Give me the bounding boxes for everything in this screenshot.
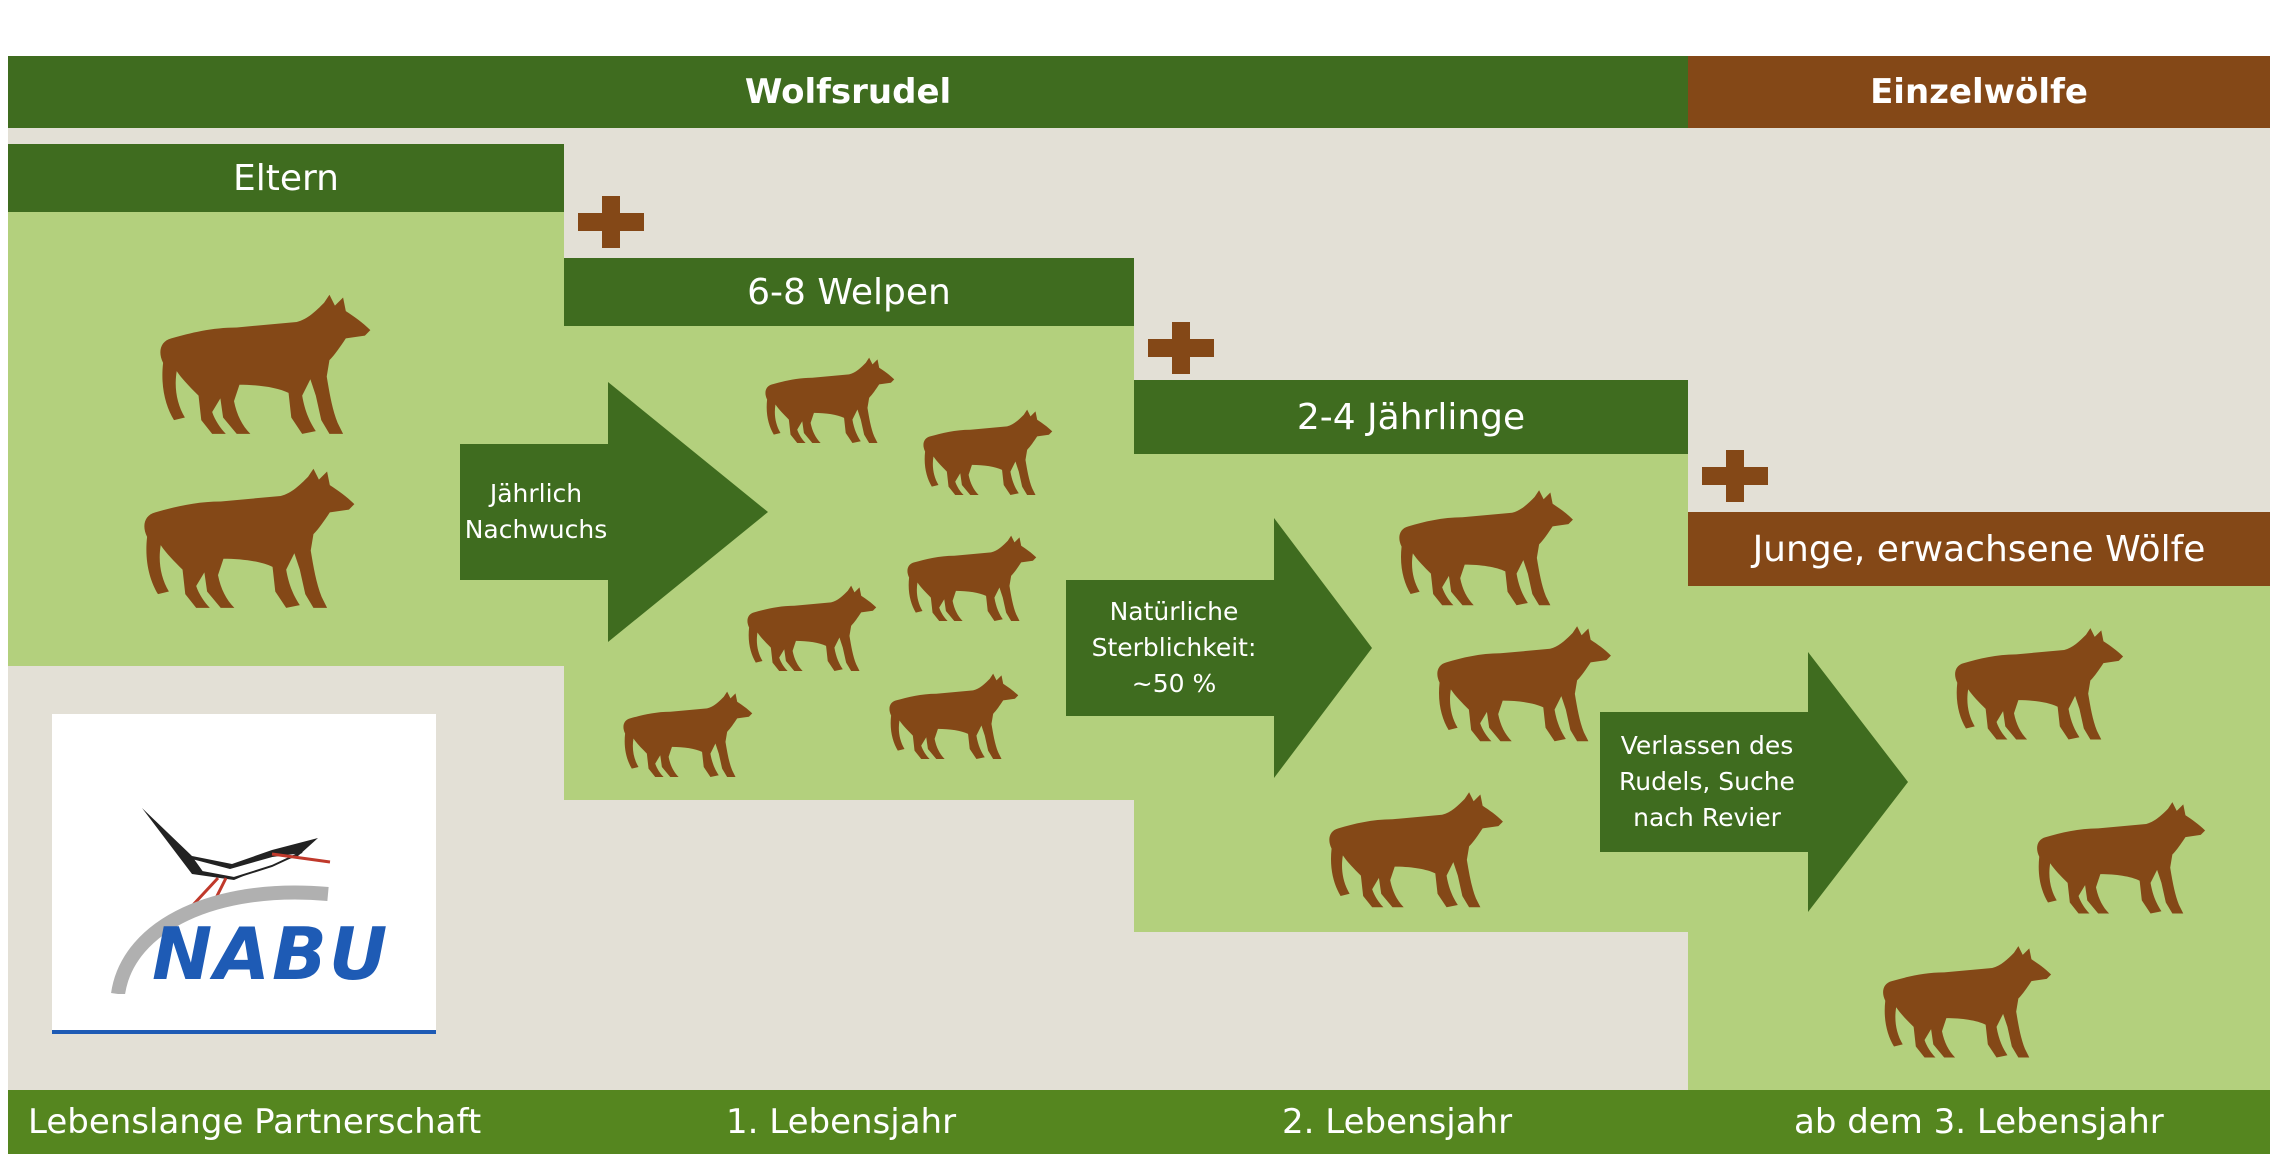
timeline-bar xyxy=(8,1090,2270,1154)
wolf-icon xyxy=(1322,790,1508,914)
dispersal-arrow xyxy=(1600,652,1908,912)
timeline-year1: 1. Lebensjahr xyxy=(726,1090,956,1154)
plus-icon xyxy=(578,196,644,248)
timeline-partnership: Lebenslange Partnerschaft xyxy=(28,1090,481,1154)
pups-label: 6-8 Welpen xyxy=(747,271,951,313)
wolf-icon xyxy=(618,690,756,782)
wolf-icon xyxy=(760,356,898,448)
yearlings-label-bar: 2-4 Jährlinge xyxy=(1134,380,1688,454)
top-margin xyxy=(0,0,2270,56)
wolf-icon xyxy=(884,672,1022,764)
plus-icon xyxy=(1702,450,1768,502)
single-wolves-header-label: Einzelwölfe xyxy=(1870,72,2088,112)
parents-label: Eltern xyxy=(233,157,339,199)
timeline-year3-label: ab dem 3. Lebensjahr xyxy=(1794,1102,2164,1142)
wolf-icon xyxy=(1948,626,2128,746)
timeline-year3: ab dem 3. Lebensjahr xyxy=(1794,1090,2164,1154)
timeline-year1-label: 1. Lebensjahr xyxy=(726,1102,957,1142)
logo-text: NABU xyxy=(152,912,390,996)
wolf-icon xyxy=(136,466,360,616)
young-adults-label-bar: Junge, erwachsene Wölfe xyxy=(1688,512,2270,586)
pack-header-bar: Wolfsrudel xyxy=(8,56,1688,128)
wolf-icon xyxy=(918,408,1056,500)
pups-label-bar: 6-8 Welpen xyxy=(564,258,1134,326)
young-adults-label: Junge, erwachsene Wölfe xyxy=(1752,528,2206,570)
plus-icon xyxy=(1148,322,1214,374)
wolf-icon xyxy=(2030,800,2210,920)
offspring-arrow-label: Jährlich Nachwuchs xyxy=(464,479,608,544)
mortality-arrow xyxy=(1066,518,1372,778)
wolf-icon xyxy=(902,534,1040,626)
nabu-logo: NABU xyxy=(52,714,436,1034)
single-wolves-header-bar: Einzelwölfe xyxy=(1688,56,2270,128)
timeline-year2-label: 2. Lebensjahr xyxy=(1282,1102,1513,1142)
wolf-icon xyxy=(1430,624,1616,748)
wolf-icon xyxy=(152,292,376,442)
yearlings-label: 2-4 Jährlinge xyxy=(1296,396,1526,438)
offspring-arrow xyxy=(460,382,768,642)
parents-label-bar: Eltern xyxy=(8,144,564,212)
stork-icon xyxy=(142,808,331,908)
pack-header-label: Wolfsrudel xyxy=(744,72,952,112)
wolf-icon xyxy=(1392,488,1578,612)
timeline-partnership-label: Lebenslange Partnerschaft xyxy=(28,1102,482,1142)
logo-arc xyxy=(111,885,329,994)
wolf-icon xyxy=(742,584,880,676)
dispersal-arrow-label: Verlassen des Rudels, Suche nach Revier xyxy=(1619,731,1795,832)
timeline-year2: 2. Lebensjahr xyxy=(1282,1090,1512,1154)
logo-underline xyxy=(52,1030,436,1034)
mortality-arrow-label: Natürliche Sterblichkeit: ~50 % xyxy=(1091,597,1257,698)
wolf-icon xyxy=(1876,944,2056,1064)
